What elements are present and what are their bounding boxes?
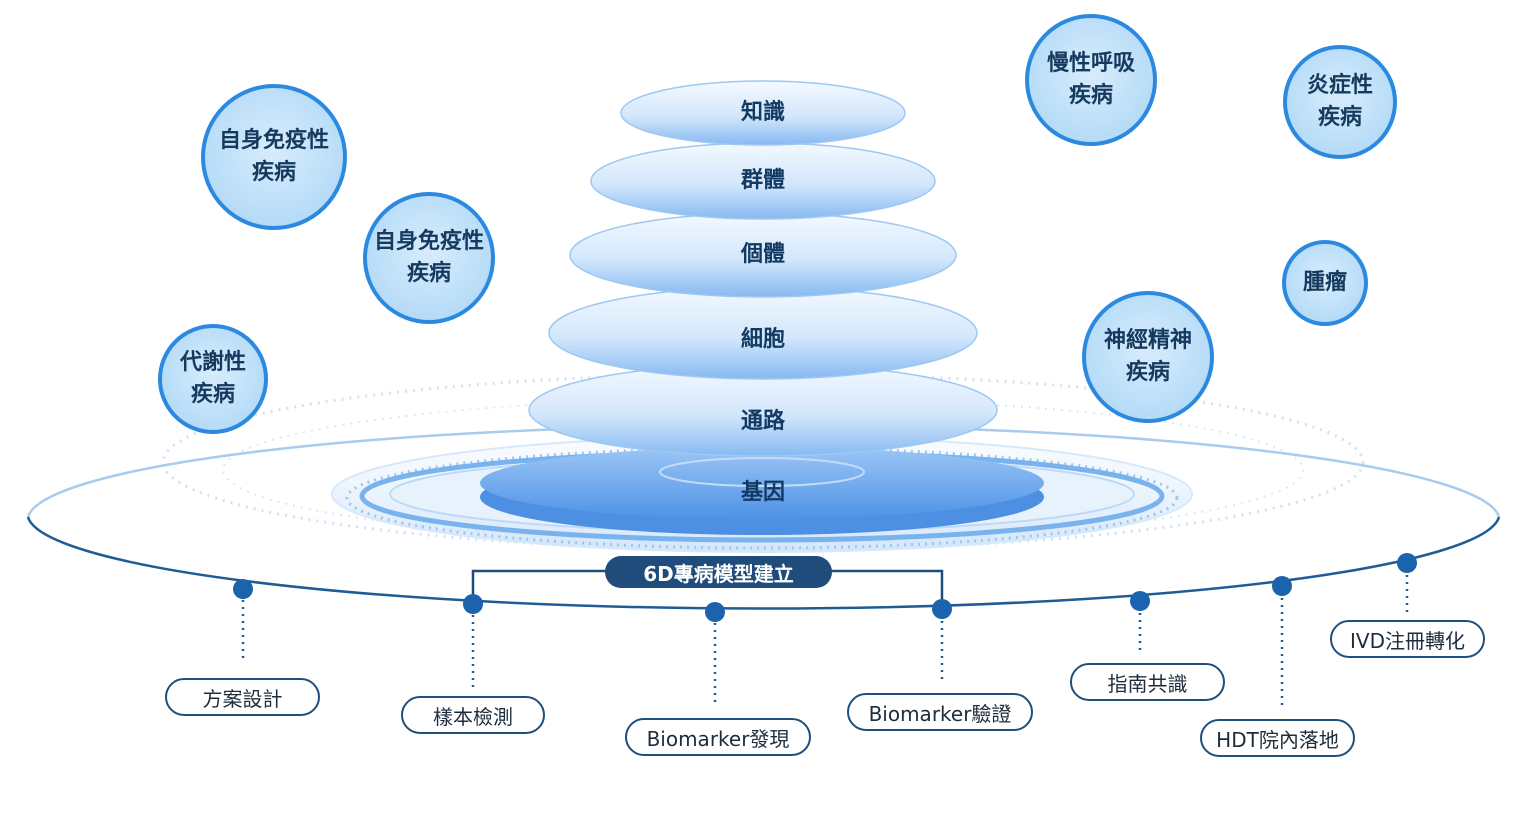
disease-label: 神經精神 疾病	[1103, 328, 1192, 385]
disease-label: 慢性呼吸 疾病	[1046, 51, 1135, 108]
step-connectors	[241, 575, 1409, 706]
step-pill-biomarker-discovery: Biomarker發現	[625, 718, 811, 756]
layer-label-knowledge: 知識	[740, 100, 786, 125]
layer-label-gene: 基因	[740, 480, 786, 505]
disease-bubble-autoimmune-1: 自身免疫性 疾病	[201, 84, 347, 230]
disease-bubble-metabolic: 代謝性 疾病	[158, 324, 268, 434]
node-ivd-registration	[1397, 553, 1417, 573]
disease-bubble-neuropsychiatric: 神經精神 疾病	[1082, 291, 1214, 423]
gene-disc-highlight	[659, 457, 865, 487]
disease-label: 炎症性 疾病	[1306, 73, 1373, 130]
disease-bubble-inflammatory: 炎症性 疾病	[1283, 45, 1397, 159]
center-model-badge: 6D專病模型建立	[605, 556, 832, 588]
step-pill-scheme-design: 方案設計	[165, 678, 320, 716]
node-scheme-design	[233, 579, 253, 599]
step-pill-hdt-hospital: HDT院內落地	[1200, 719, 1355, 757]
node-biomarker-discovery	[705, 602, 725, 622]
dotted-halo-outer	[161, 372, 1365, 552]
orbit-nodes	[233, 553, 1417, 622]
disease-bubble-chronic-respiratory: 慢性呼吸 疾病	[1025, 14, 1157, 146]
knowledge-disc	[620, 80, 906, 146]
layer-label-individual: 個體	[740, 242, 786, 267]
disease-label: 自身免疫性 疾病	[218, 128, 329, 185]
disease-label: 腫瘤	[1302, 270, 1347, 296]
node-hdt-hospital	[1272, 576, 1292, 596]
node-biomarker-validation	[932, 599, 952, 619]
disease-label: 自身免疫性 疾病	[373, 229, 484, 286]
layer-label-cell: 細胞	[740, 327, 786, 352]
disease-label: 代謝性 疾病	[179, 350, 246, 407]
disease-bubble-autoimmune-2: 自身免疫性 疾病	[363, 192, 495, 324]
gene-disc-top	[480, 447, 1044, 519]
step-pill-ivd-registration: IVD注冊轉化	[1330, 620, 1485, 658]
step-pill-guideline-consensus: 指南共識	[1070, 663, 1225, 701]
node-guideline-consensus	[1130, 591, 1150, 611]
layer-label-population: 群體	[740, 168, 786, 193]
step-pill-biomarker-validation: Biomarker驗證	[847, 693, 1033, 731]
base-dotted-ring	[345, 446, 1179, 550]
node-sample-testing	[463, 594, 483, 614]
step-pill-sample-testing: 樣本檢測	[401, 696, 545, 734]
disease-bubble-tumor: 腫瘤	[1282, 240, 1368, 326]
layer-label-pathway: 通路	[740, 409, 786, 434]
